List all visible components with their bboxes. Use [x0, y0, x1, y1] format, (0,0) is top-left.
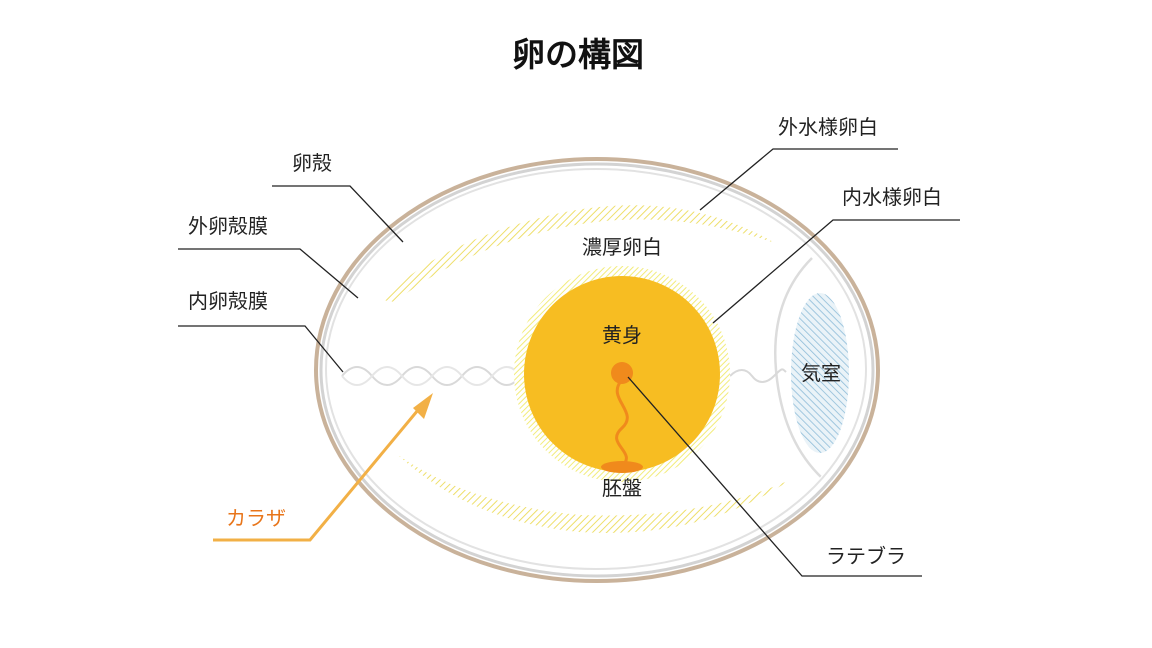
label-chalaza: カラザ	[226, 506, 286, 530]
label-air-cell: 気室	[801, 361, 841, 385]
label-outer-thin-albumen: 外水様卵白	[778, 115, 878, 139]
leader-latebra	[627, 376, 922, 577]
inner-shell-membrane-line	[325, 168, 867, 570]
egg-body	[314, 157, 880, 583]
chalaza-right	[729, 368, 787, 383]
leader-inner-shell-membrane	[178, 325, 344, 373]
chalaza-arrow-line	[213, 403, 425, 542]
label-inner-shell-membrane: 内卵殻膜	[188, 289, 268, 313]
label-inner-thin-albumen: 内水様卵白	[842, 185, 942, 209]
chalaza-pointer	[213, 393, 433, 542]
leader-inner-thin-albumen	[712, 219, 960, 324]
chalaza-left-strand	[341, 366, 521, 386]
diagram-title: 卵の構図	[512, 35, 644, 74]
label-thick-albumen: 濃厚卵白	[582, 235, 662, 259]
latebra	[611, 362, 633, 384]
label-outer-shell-membrane: 外卵殻膜	[188, 214, 268, 238]
chalaza-arrow-head	[413, 393, 433, 419]
air-cell-boundary	[774, 257, 823, 479]
outer-shell-membrane-line	[319, 162, 875, 578]
label-germinal-disc: 胚盤	[602, 476, 642, 500]
label-yolk: 黄身	[602, 323, 642, 347]
leader-lines	[178, 148, 960, 577]
air-cell	[791, 293, 849, 453]
germinal-disc	[601, 461, 643, 473]
leader-outer-shell-membrane	[178, 248, 359, 299]
outer-thin-albumen-band-bottom	[398, 455, 790, 533]
outer-thin-albumen-band-top	[382, 205, 775, 302]
label-shell: 卵殻	[292, 151, 332, 175]
leader-shell	[272, 185, 404, 243]
latebra-stem	[615, 378, 629, 468]
label-latebra: ラテブラ	[826, 544, 906, 568]
leader-outer-thin-albumen	[699, 148, 898, 211]
